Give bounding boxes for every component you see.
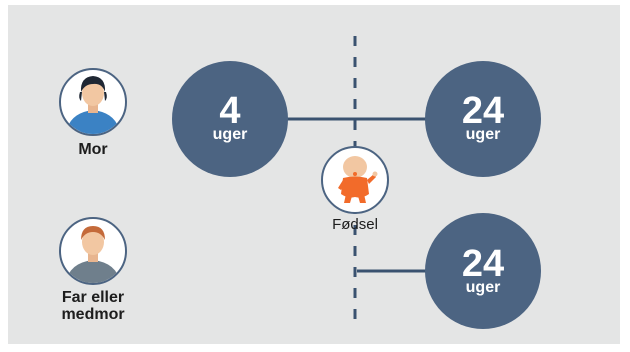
mother-before-bubble [172,61,288,177]
father-avatar-icon [59,217,127,285]
partner-after-bubble [425,213,541,329]
mother-after-number: 24 [461,90,505,132]
partner-after-unit: uger [465,279,501,296]
mother-after-bubble [425,61,541,177]
mother-before-unit: uger [212,126,248,143]
mother-after-unit: uger [465,126,501,143]
birth-label: Fødsel [332,216,378,233]
mother-before-number: 4 [219,90,241,132]
mother-label: Mor [78,141,108,158]
mother-avatar-icon [59,68,127,136]
partner-label: Far eller medmor [61,289,125,323]
partner-after-number: 24 [461,243,505,285]
baby-icon [321,146,389,214]
